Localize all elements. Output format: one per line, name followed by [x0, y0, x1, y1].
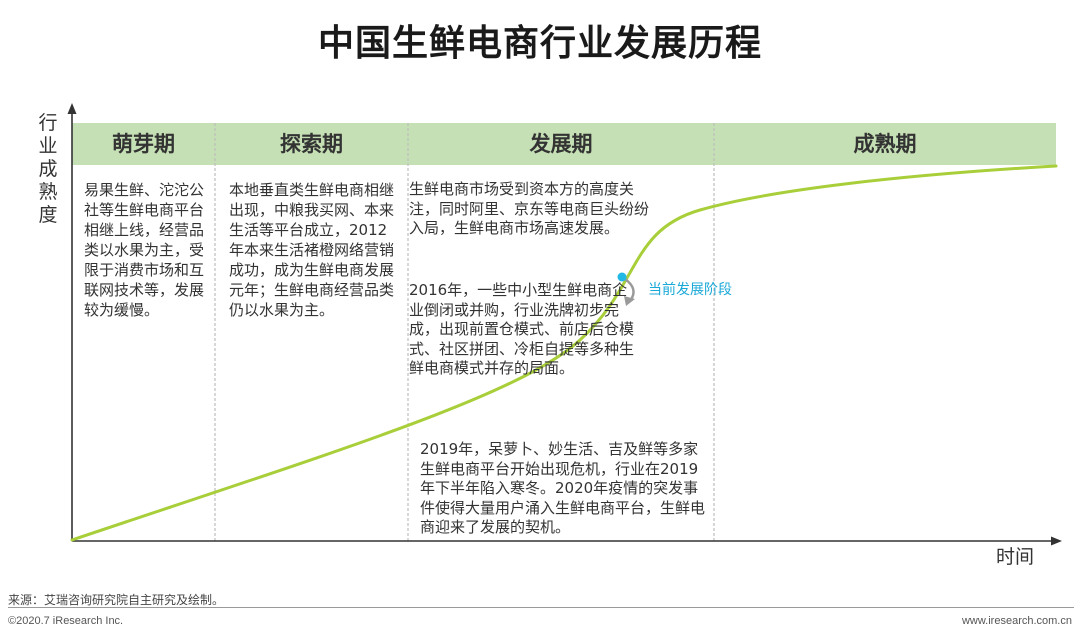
phase-label-sprouting: 萌芽期 — [112, 132, 175, 156]
phase-header-band — [72, 123, 1056, 165]
copyright-text: ©2020.7 iResearch Inc. — [8, 615, 124, 627]
source-note: 来源：艾瑞咨询研究院自主研究及绘制。 — [8, 593, 225, 607]
current-stage-label: 当前发展阶段 — [648, 282, 732, 298]
website-text: www.iresearch.com.cn — [961, 615, 1072, 627]
y-axis-arrow — [67, 103, 77, 114]
development-description-2: 2016年，一些中小型生鲜电商企业倒闭或并购，行业洗牌初步完成，出现前置仓模式、… — [409, 281, 635, 378]
x-axis-label: 时间 — [996, 546, 1035, 568]
x-axis-arrow — [1051, 536, 1062, 546]
phase-description-sprouting: 易果生鲜、沱沱公社等生鲜电商平台相继上线，经营品类以水果为主，受限于消费市场和互… — [84, 181, 205, 319]
footer-divider — [8, 607, 1074, 608]
phase-label-maturity: 成熟期 — [853, 132, 917, 156]
development-description-3: 2019年，呆萝卜、妙生活、吉及鲜等多家生鲜电商平台开始出现危机，行业在2019… — [420, 440, 706, 537]
phase-label-exploration: 探索期 — [280, 132, 343, 156]
development-description-1: 生鲜电商市场受到资本方的高度关注，同时阿里、京东等电商巨头纷纷入局，生鲜电商市场… — [409, 180, 650, 237]
maturity-curve — [70, 164, 1058, 542]
axes — [67, 103, 1062, 546]
phase-label-development: 发展期 — [529, 132, 593, 156]
phase-description-exploration: 本地垂直类生鲜电商相继出现，中粮我买网、本来生活等平台成立，2012年本来生活褚… — [229, 181, 395, 319]
page-title: 中国生鲜电商行业发展历程 — [317, 23, 762, 64]
current-stage-marker — [617, 272, 627, 282]
current-stage-arrowhead — [624, 296, 635, 306]
y-axis-label: 行业成熟度 — [38, 112, 58, 226]
